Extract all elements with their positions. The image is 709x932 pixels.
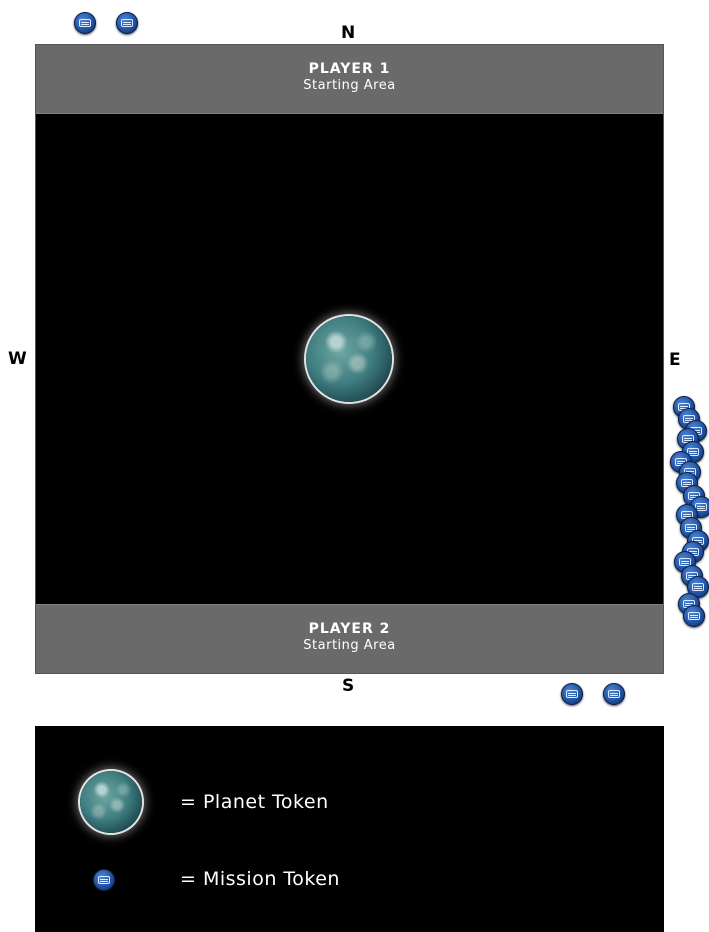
legend-mission-icon (93, 869, 115, 891)
game-board: PLAYER 1 Starting Area PLAYER 2 Starting… (35, 44, 664, 674)
player2-subtitle: Starting Area (303, 638, 396, 653)
player1-subtitle: Starting Area (303, 78, 396, 93)
mission-token-icon[interactable] (687, 576, 709, 598)
legend-planet-label: = Planet Token (180, 791, 329, 813)
mission-token-icon[interactable] (74, 12, 96, 34)
mission-token-icon[interactable] (116, 12, 138, 34)
legend-panel: = Planet Token = Mission Token (35, 726, 664, 932)
player2-starting-area: PLAYER 2 Starting Area (36, 604, 663, 673)
player2-title: PLAYER 2 (308, 621, 391, 637)
mission-token-icon[interactable] (683, 605, 705, 627)
mission-token-icon[interactable] (561, 683, 583, 705)
compass-east: E (669, 350, 681, 370)
player1-title: PLAYER 1 (308, 61, 391, 77)
compass-west: W (8, 349, 27, 369)
legend-mission-label: = Mission Token (180, 868, 340, 890)
mission-token-icon[interactable] (603, 683, 625, 705)
player1-starting-area: PLAYER 1 Starting Area (36, 45, 663, 114)
compass-north: N (341, 23, 356, 43)
legend-planet-icon (80, 771, 142, 833)
planet-token-icon[interactable] (306, 316, 392, 402)
compass-south: S (342, 676, 355, 696)
